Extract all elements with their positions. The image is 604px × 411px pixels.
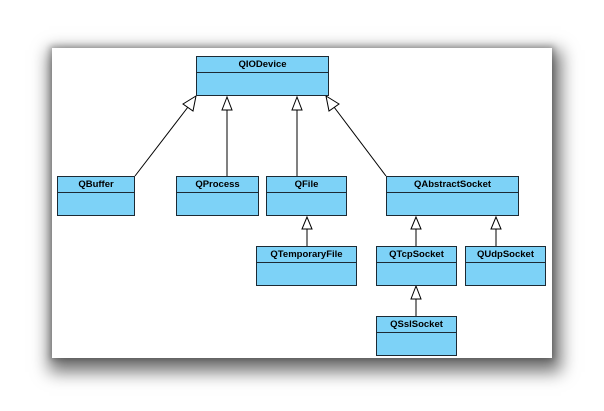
- class-qsslsocket[interactable]: QSslSocket: [376, 316, 457, 356]
- class-name: QBuffer: [58, 177, 134, 193]
- class-qprocess[interactable]: QProcess: [176, 176, 259, 216]
- class-qtcpsocket[interactable]: QTcpSocket: [376, 246, 457, 286]
- class-qiodevice[interactable]: QIODevice: [196, 56, 329, 96]
- class-name: QProcess: [177, 177, 258, 193]
- class-qfile[interactable]: QFile: [266, 176, 347, 216]
- class-name: QTcpSocket: [377, 247, 456, 263]
- class-name: QUdpSocket: [466, 247, 545, 263]
- class-name: QTemporaryFile: [257, 247, 356, 263]
- class-name: QFile: [267, 177, 346, 193]
- class-qtemporaryfile[interactable]: QTemporaryFile: [256, 246, 357, 286]
- class-qabstractsocket[interactable]: QAbstractSocket: [386, 176, 519, 216]
- class-qudpsocket[interactable]: QUdpSocket: [465, 246, 546, 286]
- class-name: QSslSocket: [377, 317, 456, 333]
- class-name: QAbstractSocket: [387, 177, 518, 193]
- class-qbuffer[interactable]: QBuffer: [57, 176, 135, 216]
- class-name: QIODevice: [197, 57, 328, 73]
